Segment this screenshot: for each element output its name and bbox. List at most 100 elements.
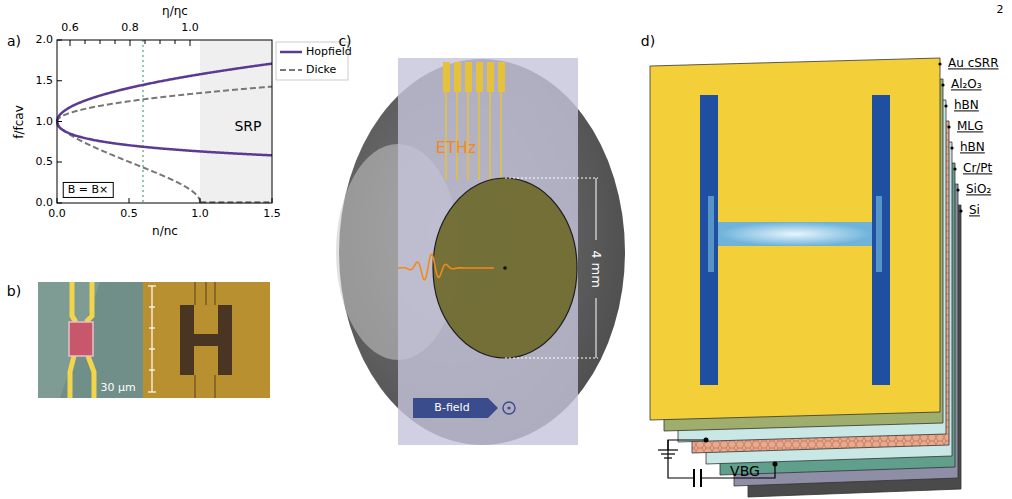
tick xyxy=(70,40,71,46)
layer-label: Au cSRR xyxy=(948,57,999,70)
legend-sample-hopfield xyxy=(280,51,302,54)
layer-label: Si xyxy=(969,204,980,217)
tick-label: 1.5 xyxy=(36,75,54,87)
contact-dot xyxy=(704,438,709,443)
dimension-line xyxy=(596,178,597,240)
tick-label: 2.0 xyxy=(36,34,54,46)
tick xyxy=(57,40,62,41)
tick xyxy=(190,40,191,46)
scale-tick xyxy=(148,391,156,392)
tick xyxy=(57,203,62,204)
tick xyxy=(57,80,62,81)
field-label: B-field xyxy=(434,402,469,414)
tick xyxy=(100,40,101,44)
tick-label: 1.0 xyxy=(181,22,199,34)
tick xyxy=(85,40,86,44)
scale-line xyxy=(151,286,152,392)
layer-marker xyxy=(953,167,956,170)
field-glow xyxy=(876,196,882,272)
csrr-slot xyxy=(700,95,890,385)
tick-label: 1.5 xyxy=(263,208,281,220)
wire xyxy=(668,440,694,478)
scale-tick xyxy=(149,369,155,370)
layer-marker xyxy=(941,83,944,86)
tick xyxy=(57,162,62,163)
page-number: 2 xyxy=(997,4,1004,16)
thz-waveform xyxy=(398,254,494,280)
scale-tick xyxy=(149,306,155,307)
tick-label: 0.0 xyxy=(48,208,66,220)
tick xyxy=(175,40,176,44)
tick-label: 0.5 xyxy=(120,208,138,220)
optical-image xyxy=(143,282,270,398)
layer-label: MLG xyxy=(957,120,983,133)
micrograph-b xyxy=(38,282,270,398)
contact-pad xyxy=(498,62,505,92)
tick-label: 0.6 xyxy=(61,22,79,34)
legend-text: Dicke xyxy=(306,64,336,76)
electrode-lead xyxy=(70,356,94,398)
contact-pad xyxy=(465,62,472,92)
gate-circuit xyxy=(658,440,775,487)
electrode-lead xyxy=(72,282,92,322)
layer-label: hBN xyxy=(960,141,985,154)
panel-letter: d) xyxy=(641,34,655,49)
field-note: B = B× xyxy=(63,182,114,198)
sample-center xyxy=(503,266,507,270)
dimension-line xyxy=(596,298,597,358)
sample-schematic-c xyxy=(336,58,625,445)
dimension-leader xyxy=(505,358,598,359)
tick xyxy=(200,198,201,203)
contact-pad xyxy=(443,62,450,92)
contact-pads xyxy=(443,62,505,92)
layer-marker xyxy=(950,146,953,149)
legend-text: Hopfield xyxy=(306,46,352,58)
tick-label: 1.0 xyxy=(191,208,209,220)
capacitor-plate xyxy=(693,469,695,487)
axis-title: f/fcav xyxy=(13,105,26,139)
axis-ticks xyxy=(57,40,272,203)
layer-stack-d xyxy=(650,58,963,497)
bfield-arrow xyxy=(413,398,498,418)
hopfield-upper xyxy=(57,64,272,122)
scale-label: 30 µm xyxy=(100,382,135,394)
dicke-lower xyxy=(57,122,200,204)
scale-tick xyxy=(149,348,155,349)
voltage-label: VBG xyxy=(730,464,760,479)
panel-letter: a) xyxy=(7,34,21,49)
sample-chip xyxy=(398,58,578,445)
contact-pad xyxy=(487,62,494,92)
axis-title: n/nc xyxy=(152,225,178,238)
contact-pad xyxy=(454,62,461,92)
dotted-marker xyxy=(142,40,144,203)
tick-label: 0.8 xyxy=(121,22,139,34)
scale-tick xyxy=(148,285,156,286)
tick xyxy=(57,198,58,203)
tick-label: 0.5 xyxy=(36,156,54,168)
layer-label: Cr/Pt xyxy=(963,162,992,175)
bfield-symbol xyxy=(503,402,515,414)
field-glow xyxy=(708,196,714,272)
bfield-dot xyxy=(507,406,510,409)
graphene-flake xyxy=(69,322,93,356)
tick-label: 1.0 xyxy=(36,115,54,127)
contact-pad xyxy=(476,62,483,92)
layer-marker xyxy=(956,188,959,191)
dispersion-curves xyxy=(57,64,272,203)
tick xyxy=(129,198,130,203)
tick xyxy=(160,40,161,44)
scale-bar xyxy=(148,286,156,392)
tick xyxy=(57,121,62,122)
layer-marker xyxy=(959,209,962,212)
tick xyxy=(145,40,146,44)
dimension-4mm xyxy=(505,178,598,358)
optical-image xyxy=(38,282,143,398)
plot-a xyxy=(57,40,348,203)
legend-sample-dicke xyxy=(280,69,302,71)
field-label: ETHz xyxy=(436,139,476,157)
contact-dot xyxy=(773,462,778,467)
plot-frame xyxy=(57,40,272,203)
scale-tick xyxy=(149,327,155,328)
